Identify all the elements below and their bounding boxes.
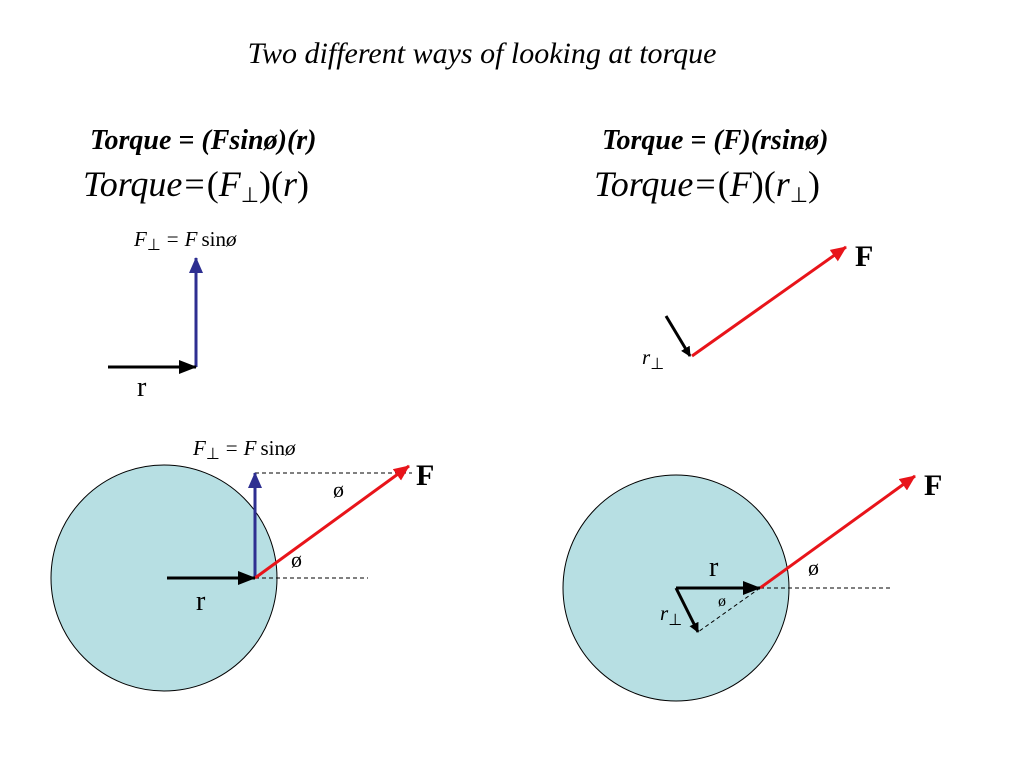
left-heading: Torque = (Fsinø)(r) [90,125,317,156]
left-equation: Torque=(F⊥)(r) [83,164,309,207]
circle-angle-top: ø [333,477,344,502]
right-circle-rperp-label: r⊥ [660,601,682,629]
slide-title: Two different ways of looking at torque [248,37,717,70]
rperp-arrow [664,315,692,357]
right-circle-force-arrow [759,474,916,590]
circle-angle-bottom: ø [291,547,302,572]
circle-r-label: r [196,586,206,617]
circle-force-arrow [254,464,410,580]
force-arrow [691,245,847,358]
right-circle-F-label: F [924,469,942,502]
right-circle-r-label: r [709,552,719,583]
right-heading: Torque = (F)(rsinø) [602,125,829,156]
right-equation: Torque=(F)(r⊥) [594,164,820,207]
right-circle-angle-inner: ø [718,593,726,610]
right-circle-rperp-arrow [674,587,700,633]
right-F-label: F [855,240,873,273]
right-circle-angle-outer: ø [808,555,819,580]
circle-F-label: F [416,459,434,492]
right-extension-line [697,587,761,633]
left-r-label: r [137,372,147,403]
right-rperp-label: r⊥ [642,345,664,373]
